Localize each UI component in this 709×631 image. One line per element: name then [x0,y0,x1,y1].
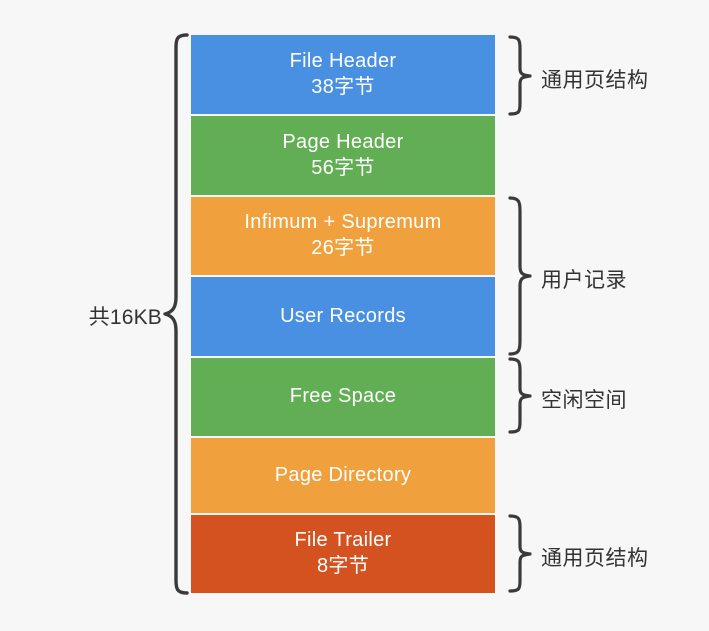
block-title: File Header [289,49,397,72]
right-brace-icon [508,196,532,356]
total-size-label: 共16KB [88,306,162,329]
right-label-common-page-structure-bottom: 通用页结构 [541,547,649,570]
right-brace-free-space [508,357,532,434]
block-title: Free Space [289,385,397,408]
right-brace-icon [508,357,532,434]
right-brace-common-page-structure-bottom [508,514,532,593]
block-subtitle: 8字节 [316,555,370,577]
block-subtitle: 38字节 [311,75,375,98]
block-page-header: Page Header 56字节 [191,116,495,195]
right-brace-user-records [508,196,532,356]
block-title: Page Header [282,130,404,153]
right-brace-icon [508,514,532,593]
block-user-records: User Records [191,277,495,356]
left-total-brace [163,33,189,595]
block-subtitle: 26字节 [311,237,375,259]
block-free-space: Free Space [191,358,495,436]
block-file-trailer: File Trailer 8字节 [191,515,495,593]
block-infimum-supremum: Infimum + Supremum 26字节 [191,197,495,275]
page-structure-stack: File Header 38字节 Page Header 56字节 Infimu… [191,35,495,595]
block-subtitle: 56字节 [311,156,375,179]
left-brace-icon [163,33,189,595]
block-title: File Trailer [294,529,392,552]
right-label-free-space: 空闲空间 [541,389,627,412]
block-title: User Records [280,304,406,327]
right-label-common-page-structure-top: 通用页结构 [541,69,649,92]
block-title: Page Directory [274,463,412,486]
block-page-directory: Page Directory [191,438,495,513]
right-brace-common-page-structure-top [508,35,532,116]
right-label-user-records: 用户记录 [541,269,627,292]
block-file-header: File Header 38字节 [191,35,495,114]
block-title: Infimum + Supremum [244,211,442,234]
right-brace-icon [508,35,532,116]
